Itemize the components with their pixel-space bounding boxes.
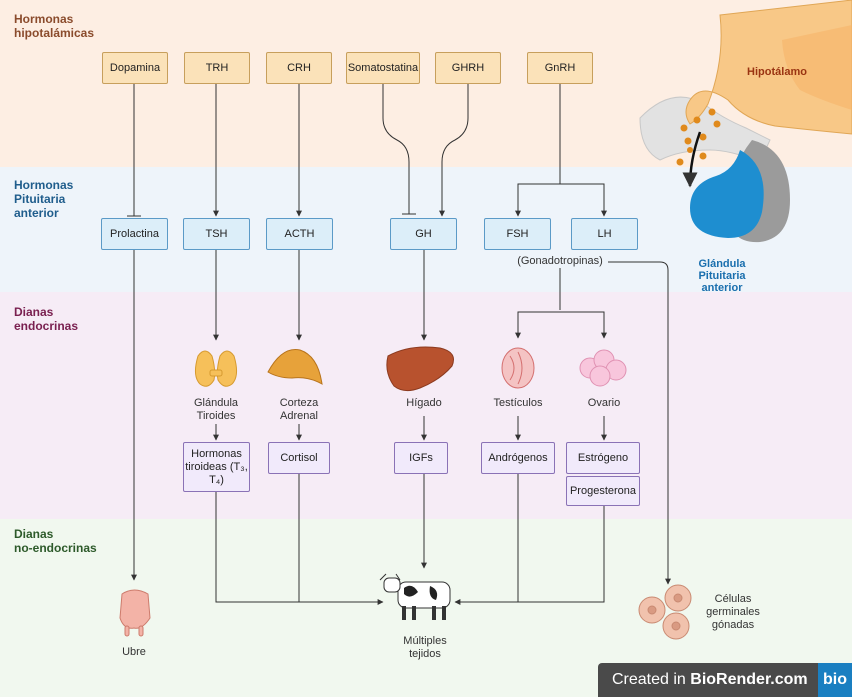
germ-cells-label: Células germinales gónadas [706, 593, 760, 631]
testes-illustration [501, 347, 535, 389]
hormone-crh-box: CRH [266, 52, 332, 84]
hormone-dopamine-box: Dopamina [102, 52, 168, 84]
estrogen-box: Estrógeno [566, 442, 640, 474]
testes-label: Testículos [493, 397, 543, 409]
thyroid-hormones-box: Hormonas tiroideas (T₃, T₄) [183, 442, 250, 492]
cortisol-box: Cortisol [268, 442, 330, 474]
hormone-gh-box: GH [390, 218, 457, 250]
section-pituitary-label: Hormonas Pituitaria anterior [14, 178, 74, 220]
section-hypothalamic-label: Hormonas hipotalámicas [14, 12, 95, 40]
hormone-lh-box: LH [571, 218, 638, 250]
androgens-box: Andrógenos [481, 442, 555, 474]
ovary-illustration [579, 349, 627, 387]
thyroid-label: Glándula Tiroides [193, 397, 239, 422]
liver-illustration [386, 346, 454, 392]
hormone-ghrh-box: GHRH [435, 52, 501, 84]
adrenal-illustration [267, 348, 323, 385]
hormone-somatostatin-box: Somatostatina [346, 52, 420, 84]
tissues-label: Múltiples tejidos [403, 635, 447, 660]
hormone-prolactin-box: Prolactina [101, 218, 168, 250]
liver-label: Hígado [406, 397, 442, 409]
badge-text: Created in BioRender.com [612, 671, 808, 688]
endocrine-band [0, 292, 852, 519]
adrenal-label: Corteza Adrenal [279, 397, 319, 422]
gonadotropins-label: (Gonadotropinas) [517, 255, 603, 267]
hormone-tsh-box: TSH [183, 218, 250, 250]
germ-cells-illustration [638, 584, 692, 640]
section-nonendocrine-label: Dianas no-endocrinas [14, 527, 97, 555]
thyroid-illustration [194, 350, 238, 387]
hormone-trh-box: TRH [184, 52, 250, 84]
hormone-fsh-box: FSH [484, 218, 551, 250]
cow-illustration [379, 573, 451, 620]
biorender-logo-icon: bio [818, 663, 852, 697]
udder-label: Ubre [122, 646, 146, 658]
udder-illustration [119, 589, 151, 637]
igfs-box: IGFs [394, 442, 448, 474]
hormone-gnrh-box: GnRH [527, 52, 593, 84]
ovary-label: Ovario [587, 397, 621, 409]
hormone-acth-box: ACTH [266, 218, 333, 250]
hypothalamus-illustration [639, 0, 852, 243]
pituitary-gland-label: Glándula Pituitaria anterior [698, 258, 746, 294]
section-endocrine-label: Dianas endocrinas [14, 305, 79, 333]
biorender-badge[interactable]: Created in BioRender.com bio [598, 663, 852, 697]
progesterone-box: Progesterona [566, 476, 640, 506]
hypothalamus-label: Hipotálamo [747, 66, 807, 78]
